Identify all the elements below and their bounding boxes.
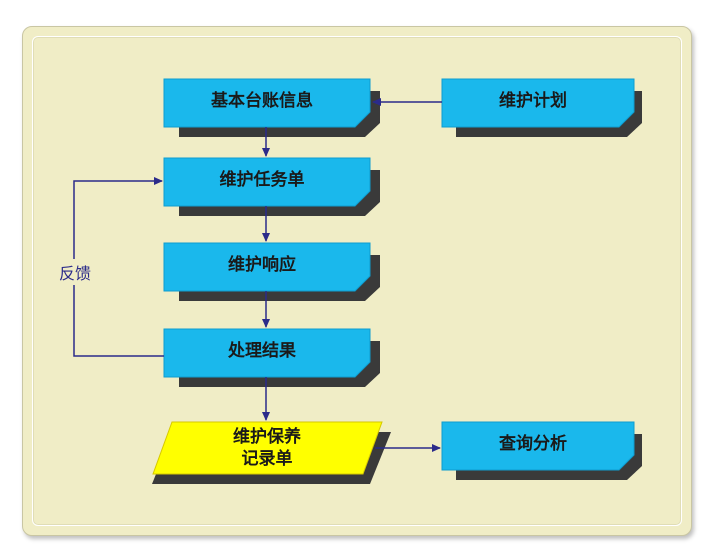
node-record-label-line1: 维护保养 [233, 427, 301, 447]
node-task-box [163, 157, 371, 207]
node-response-box [163, 242, 371, 292]
node-result-box [163, 328, 371, 378]
node-record-label-line2: 记录单 [241, 449, 293, 469]
node-record-label: 维护保养 记录单 [160, 422, 374, 474]
node-plan-box [441, 78, 635, 128]
node-record-box [152, 421, 383, 475]
node-analysis-box [441, 421, 635, 471]
node-ledger-box [163, 78, 371, 128]
node-response-label: 维护响应 [228, 255, 296, 275]
node-ledger-label: 基本台账信息 [211, 91, 313, 111]
feedback-label: 反馈 [54, 259, 96, 285]
node-plan-label: 维护计划 [499, 91, 567, 111]
node-result-label: 处理结果 [228, 341, 296, 361]
diagram-inner-border [32, 36, 682, 526]
node-task-label: 维护任务单 [219, 170, 305, 190]
node-analysis-label: 查询分析 [499, 434, 567, 454]
